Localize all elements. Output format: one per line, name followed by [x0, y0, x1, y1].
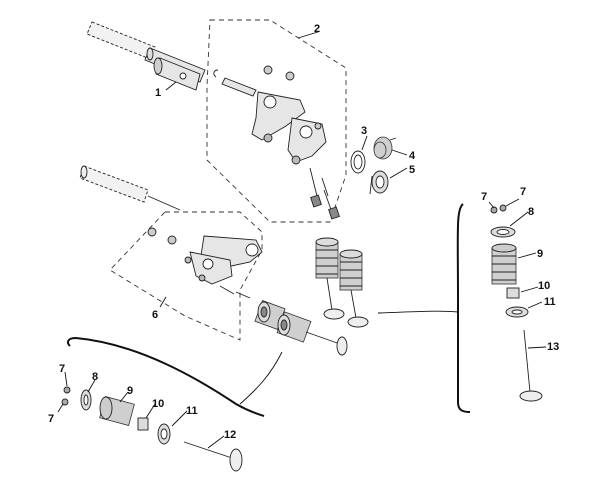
- callout-7-lower-b: 7: [48, 413, 54, 425]
- callout-4: 4: [409, 150, 416, 162]
- bracket-leader-upper-right: [377, 310, 459, 314]
- callout-11-upper: 11: [544, 296, 556, 308]
- callout-9-upper: 9: [537, 248, 543, 260]
- part-3-ring: [350, 150, 366, 174]
- group-box-6: [109, 211, 263, 341]
- callout-7-upper-b: 7: [520, 186, 526, 198]
- bracket-lower-left: [67, 336, 265, 417]
- callout-13: 13: [547, 341, 559, 353]
- rocker-arm-assembly-lower: [147, 227, 263, 299]
- part-4-coil-spring: [373, 136, 397, 160]
- exploded-valve-upper-right: [490, 204, 543, 402]
- part-5-washer: [369, 170, 389, 195]
- callout-10-upper: 10: [538, 280, 550, 292]
- callout-12: 12: [224, 429, 236, 441]
- rocker-arm-assembly-upper: [213, 65, 340, 220]
- callout-7-lower-a: 7: [59, 363, 65, 375]
- callout-labels: 1 2 3 4 5 6 7 7 8 9 10 11 13 7 7 8 9 10 …: [48, 23, 559, 441]
- callout-10-lower: 10: [152, 398, 164, 410]
- group-box-2: [206, 19, 347, 223]
- rocker-shaft-upper: [86, 21, 206, 91]
- exploded-valve-lower-left: [61, 386, 243, 472]
- callout-8-lower: 8: [92, 371, 98, 383]
- rocker-shaft-middle: [79, 165, 181, 211]
- bracket-leader-lower-left: [239, 351, 283, 405]
- callout-8-upper: 8: [528, 206, 534, 218]
- bracket-upper-right: [456, 203, 471, 413]
- leader-lines: [57, 31, 547, 449]
- callout-6: 6: [152, 309, 158, 321]
- callout-11-lower: 11: [186, 405, 198, 417]
- callout-3: 3: [361, 125, 367, 137]
- callout-9-lower: 9: [127, 385, 133, 397]
- valve-spring-assembly-horizontal: [254, 300, 348, 356]
- callout-1: 1: [155, 87, 161, 99]
- callout-2: 2: [314, 23, 320, 35]
- callout-5: 5: [409, 164, 415, 176]
- callout-7-upper-a: 7: [481, 191, 487, 203]
- valve-spring-assembly-center: [315, 237, 369, 328]
